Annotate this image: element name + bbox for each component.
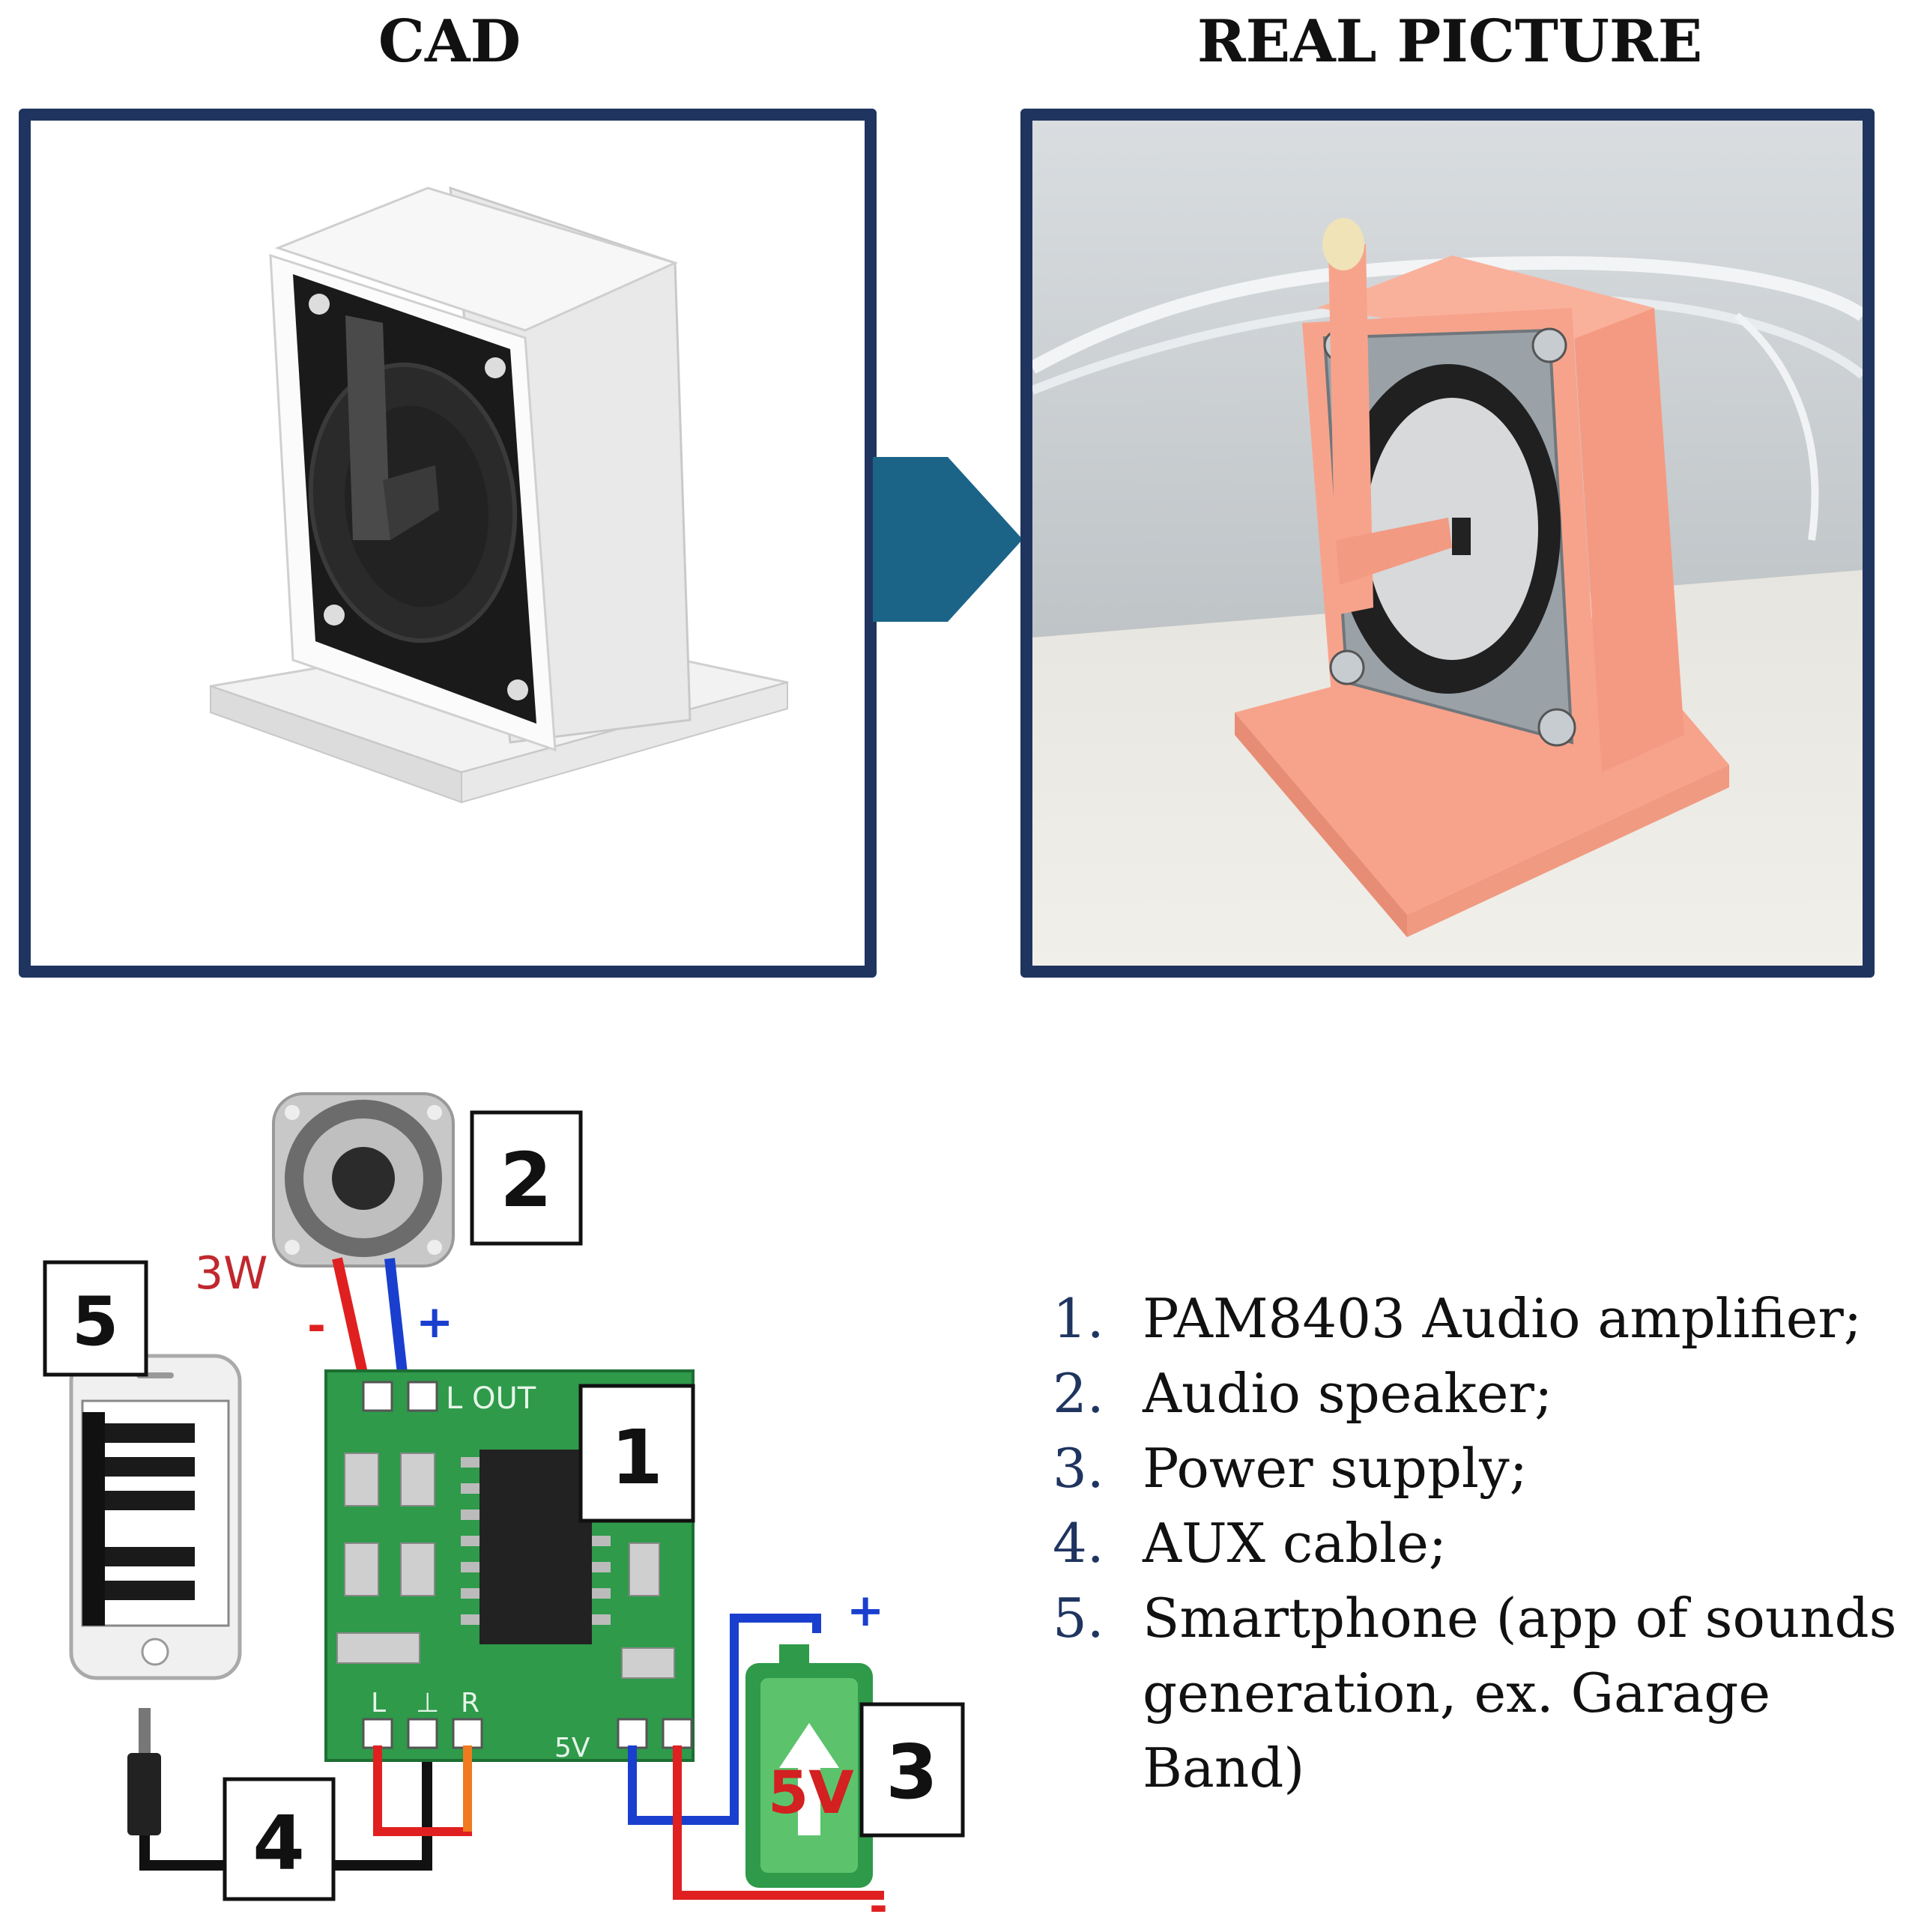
svg-text:1: 1	[611, 1414, 663, 1501]
board-label-l: L	[371, 1688, 386, 1718]
legend-number: 5.	[1053, 1587, 1104, 1650]
cad-model-illustration	[210, 186, 788, 804]
board-label-ground: ⊥	[416, 1688, 439, 1718]
legend-text: AUX cable;	[1143, 1512, 1447, 1575]
real-picture-photo	[1032, 121, 1863, 966]
real-picture-panel	[1020, 109, 1875, 978]
legend-number: 3.	[1053, 1437, 1104, 1500]
legend-number: 2.	[1053, 1362, 1104, 1425]
legend-number: 4.	[1053, 1512, 1104, 1575]
cad-heading: CAD	[378, 7, 521, 76]
battery-icon: 5V	[745, 1644, 873, 1888]
legend-item-1: 1. PAM8403 Audio amplifier;	[1053, 1281, 1914, 1356]
callout-1: 1	[578, 1384, 695, 1523]
callout-4: 4	[223, 1777, 336, 1901]
cad-panel	[19, 109, 877, 978]
speaker-minus-label: -	[307, 1300, 326, 1352]
board-label-r: R	[461, 1688, 480, 1718]
legend-item-4: 4. AUX cable;	[1053, 1506, 1914, 1581]
speaker-power-label: 3W	[195, 1247, 268, 1300]
legend-text: PAM8403 Audio amplifier;	[1143, 1287, 1863, 1350]
amplifier-board: L OUT L ⊥ R 5V	[324, 1369, 695, 1763]
svg-text:2: 2	[500, 1136, 552, 1224]
legend-text: Power supply;	[1143, 1437, 1528, 1500]
legend-number: 1.	[1053, 1287, 1104, 1350]
real-picture-heading: REAL PICTURE	[1197, 7, 1703, 76]
smartphone-icon	[69, 1354, 242, 1680]
board-label-out: L OUT	[446, 1381, 536, 1416]
speaker-icon	[272, 1092, 455, 1268]
board-label-5v: 5V	[554, 1733, 590, 1763]
speaker-plus-label: +	[416, 1296, 453, 1348]
legend-text: Audio speaker;	[1143, 1362, 1553, 1425]
battery-voltage-label: 5V	[768, 1760, 854, 1827]
wiring-diagram: 3W - + 2 5	[43, 1092, 965, 1925]
callout-3: 3	[859, 1702, 965, 1838]
legend-item-5: 5. Smartphone (app of sounds generation,…	[1053, 1581, 1914, 1805]
svg-text:3: 3	[886, 1728, 938, 1816]
svg-text:4: 4	[252, 1799, 305, 1887]
battery-minus-label: -	[869, 1880, 888, 1925]
callout-2: 2	[470, 1110, 583, 1246]
legend-item-3: 3. Power supply;	[1053, 1431, 1914, 1506]
svg-text:5: 5	[72, 1283, 119, 1361]
legend-text: Smartphone (app of sounds generation, ex…	[1143, 1587, 1897, 1799]
legend-item-2: 2. Audio speaker;	[1053, 1356, 1914, 1431]
battery-plus-label: +	[847, 1584, 884, 1637]
component-legend: 1. PAM8403 Audio amplifier; 2. Audio spe…	[1053, 1281, 1914, 1805]
callout-5: 5	[43, 1260, 148, 1377]
right-arrow-icon	[873, 457, 1023, 622]
